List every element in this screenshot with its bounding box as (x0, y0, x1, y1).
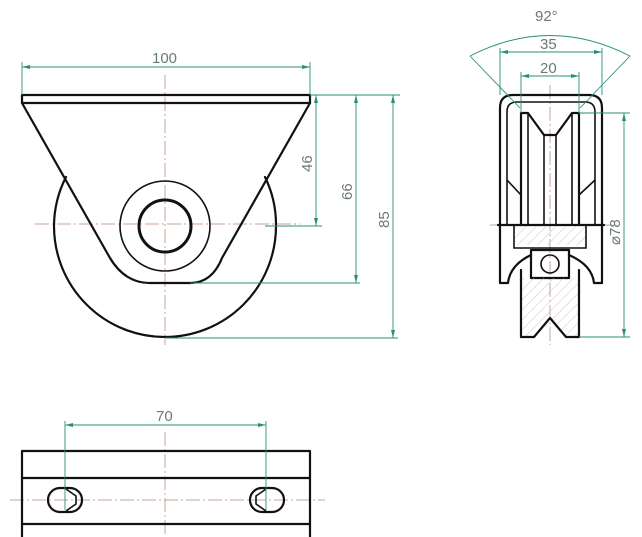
side-wheel-upper (519, 111, 581, 227)
dim-label-angle: 92° (535, 8, 558, 25)
angle-arc-92 (469, 35, 631, 57)
dim-label-46: 46 (299, 155, 316, 172)
arrow-icon (22, 65, 30, 69)
angle-leg (469, 55, 521, 109)
dim-label-width: 100 (152, 50, 177, 67)
right-arm (567, 223, 604, 285)
top-plate-outline (20, 449, 312, 537)
axle-bore (137, 198, 193, 254)
arrow-icon (302, 65, 310, 69)
dim-label-20: 20 (540, 60, 557, 77)
wheel-outline (52, 175, 278, 339)
side-bracket-inner (506, 101, 596, 225)
angle-leg (579, 55, 631, 109)
dim-label-35: 35 (540, 36, 557, 53)
dim-label-70: 70 (156, 408, 173, 425)
mounting-slot-right (248, 486, 286, 514)
side-bracket-outer (498, 93, 604, 227)
bracket (20, 101, 312, 285)
bearing-ball (540, 254, 560, 274)
front-view: 100 46 66 85 (20, 50, 400, 345)
top-view: 70 (10, 408, 325, 537)
side-view: 92° 35 20 ⌀78 (469, 8, 631, 345)
top-plate (20, 93, 312, 105)
dim-label-dia78: ⌀78 (607, 219, 624, 245)
wheel-section-hatch (521, 278, 579, 337)
dim-label-66: 66 (339, 183, 356, 200)
hub-outer (119, 180, 211, 272)
left-arm (498, 223, 533, 285)
dim-label-85: 85 (376, 211, 393, 228)
